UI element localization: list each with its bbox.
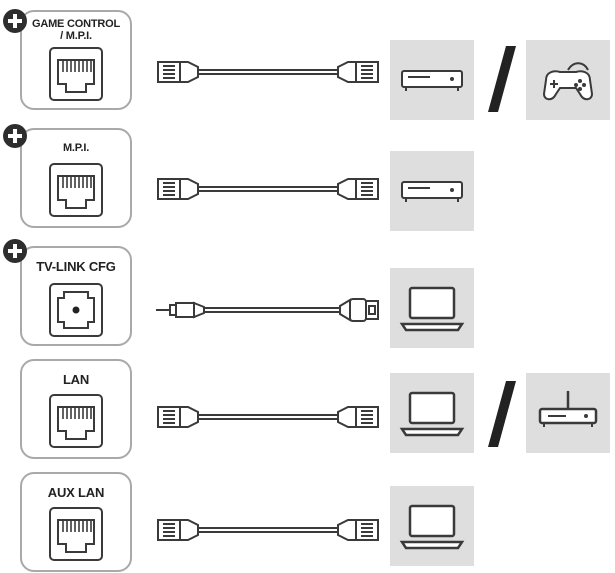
rj45-cable-icon (157, 61, 379, 83)
device-set-top-box (390, 151, 474, 231)
plus-icon (3, 239, 27, 263)
connection-row-5: AUX LAN (0, 460, 615, 572)
rj45-cable-icon (157, 519, 379, 541)
rj45-port-icon (49, 394, 103, 448)
port-label-mpi: M.P.I. (22, 142, 130, 154)
port-label-line1: M.P.I. (62, 142, 90, 154)
connection-row-4: LAN (0, 345, 615, 459)
rj45-cable-icon (157, 406, 379, 428)
plus-icon (3, 9, 27, 33)
port-label-aux-lan: AUX LAN (22, 486, 130, 500)
port-label-line1: TV-LINK CFG (36, 259, 116, 274)
rj45-cable-icon (157, 178, 379, 200)
port-label-line1: GAME CONTROL (31, 18, 121, 30)
port-box-game-control: GAME CONTROL / M.P.I. (20, 10, 132, 110)
laptop-icon (399, 286, 465, 332)
or-separator (488, 381, 516, 447)
port-box-aux-lan: AUX LAN (20, 472, 132, 572)
port-label-line1: LAN (62, 372, 90, 387)
laptop-icon (399, 504, 465, 550)
set-top-box-icon (401, 70, 463, 91)
audio-to-usb-cable-icon (156, 298, 379, 322)
port-box-mpi: M.P.I. (20, 128, 132, 228)
device-laptop (390, 268, 474, 348)
laptop-icon (399, 391, 465, 437)
plus-icon (3, 124, 27, 148)
port-label-lan: LAN (22, 373, 130, 387)
connection-row-3: TV-LINK CFG (0, 230, 615, 348)
port-label-line2: / M.P.I. (60, 30, 92, 42)
connection-row-2: M.P.I. (0, 115, 615, 231)
device-router (526, 373, 610, 453)
audio-jack-port-icon (49, 283, 103, 337)
port-box-tv-link-cfg: TV-LINK CFG (20, 246, 132, 346)
port-label-game-control: GAME CONTROL / M.P.I. (22, 18, 130, 42)
rj45-port-icon (49, 47, 103, 101)
port-label-tv-link-cfg: TV-LINK CFG (22, 260, 130, 274)
rj45-port-icon (49, 507, 103, 561)
set-top-box-icon (401, 181, 463, 202)
or-separator (488, 46, 516, 112)
port-box-lan: LAN (20, 359, 132, 459)
connection-row-1: GAME CONTROL / M.P.I. (0, 0, 615, 120)
rj45-port-icon (49, 163, 103, 217)
device-set-top-box (390, 40, 474, 120)
device-laptop (390, 373, 474, 453)
device-laptop (390, 486, 474, 566)
device-game-controller (526, 40, 610, 120)
game-controller-icon (542, 62, 594, 101)
router-icon (538, 391, 598, 427)
port-label-line1: AUX LAN (47, 485, 105, 500)
